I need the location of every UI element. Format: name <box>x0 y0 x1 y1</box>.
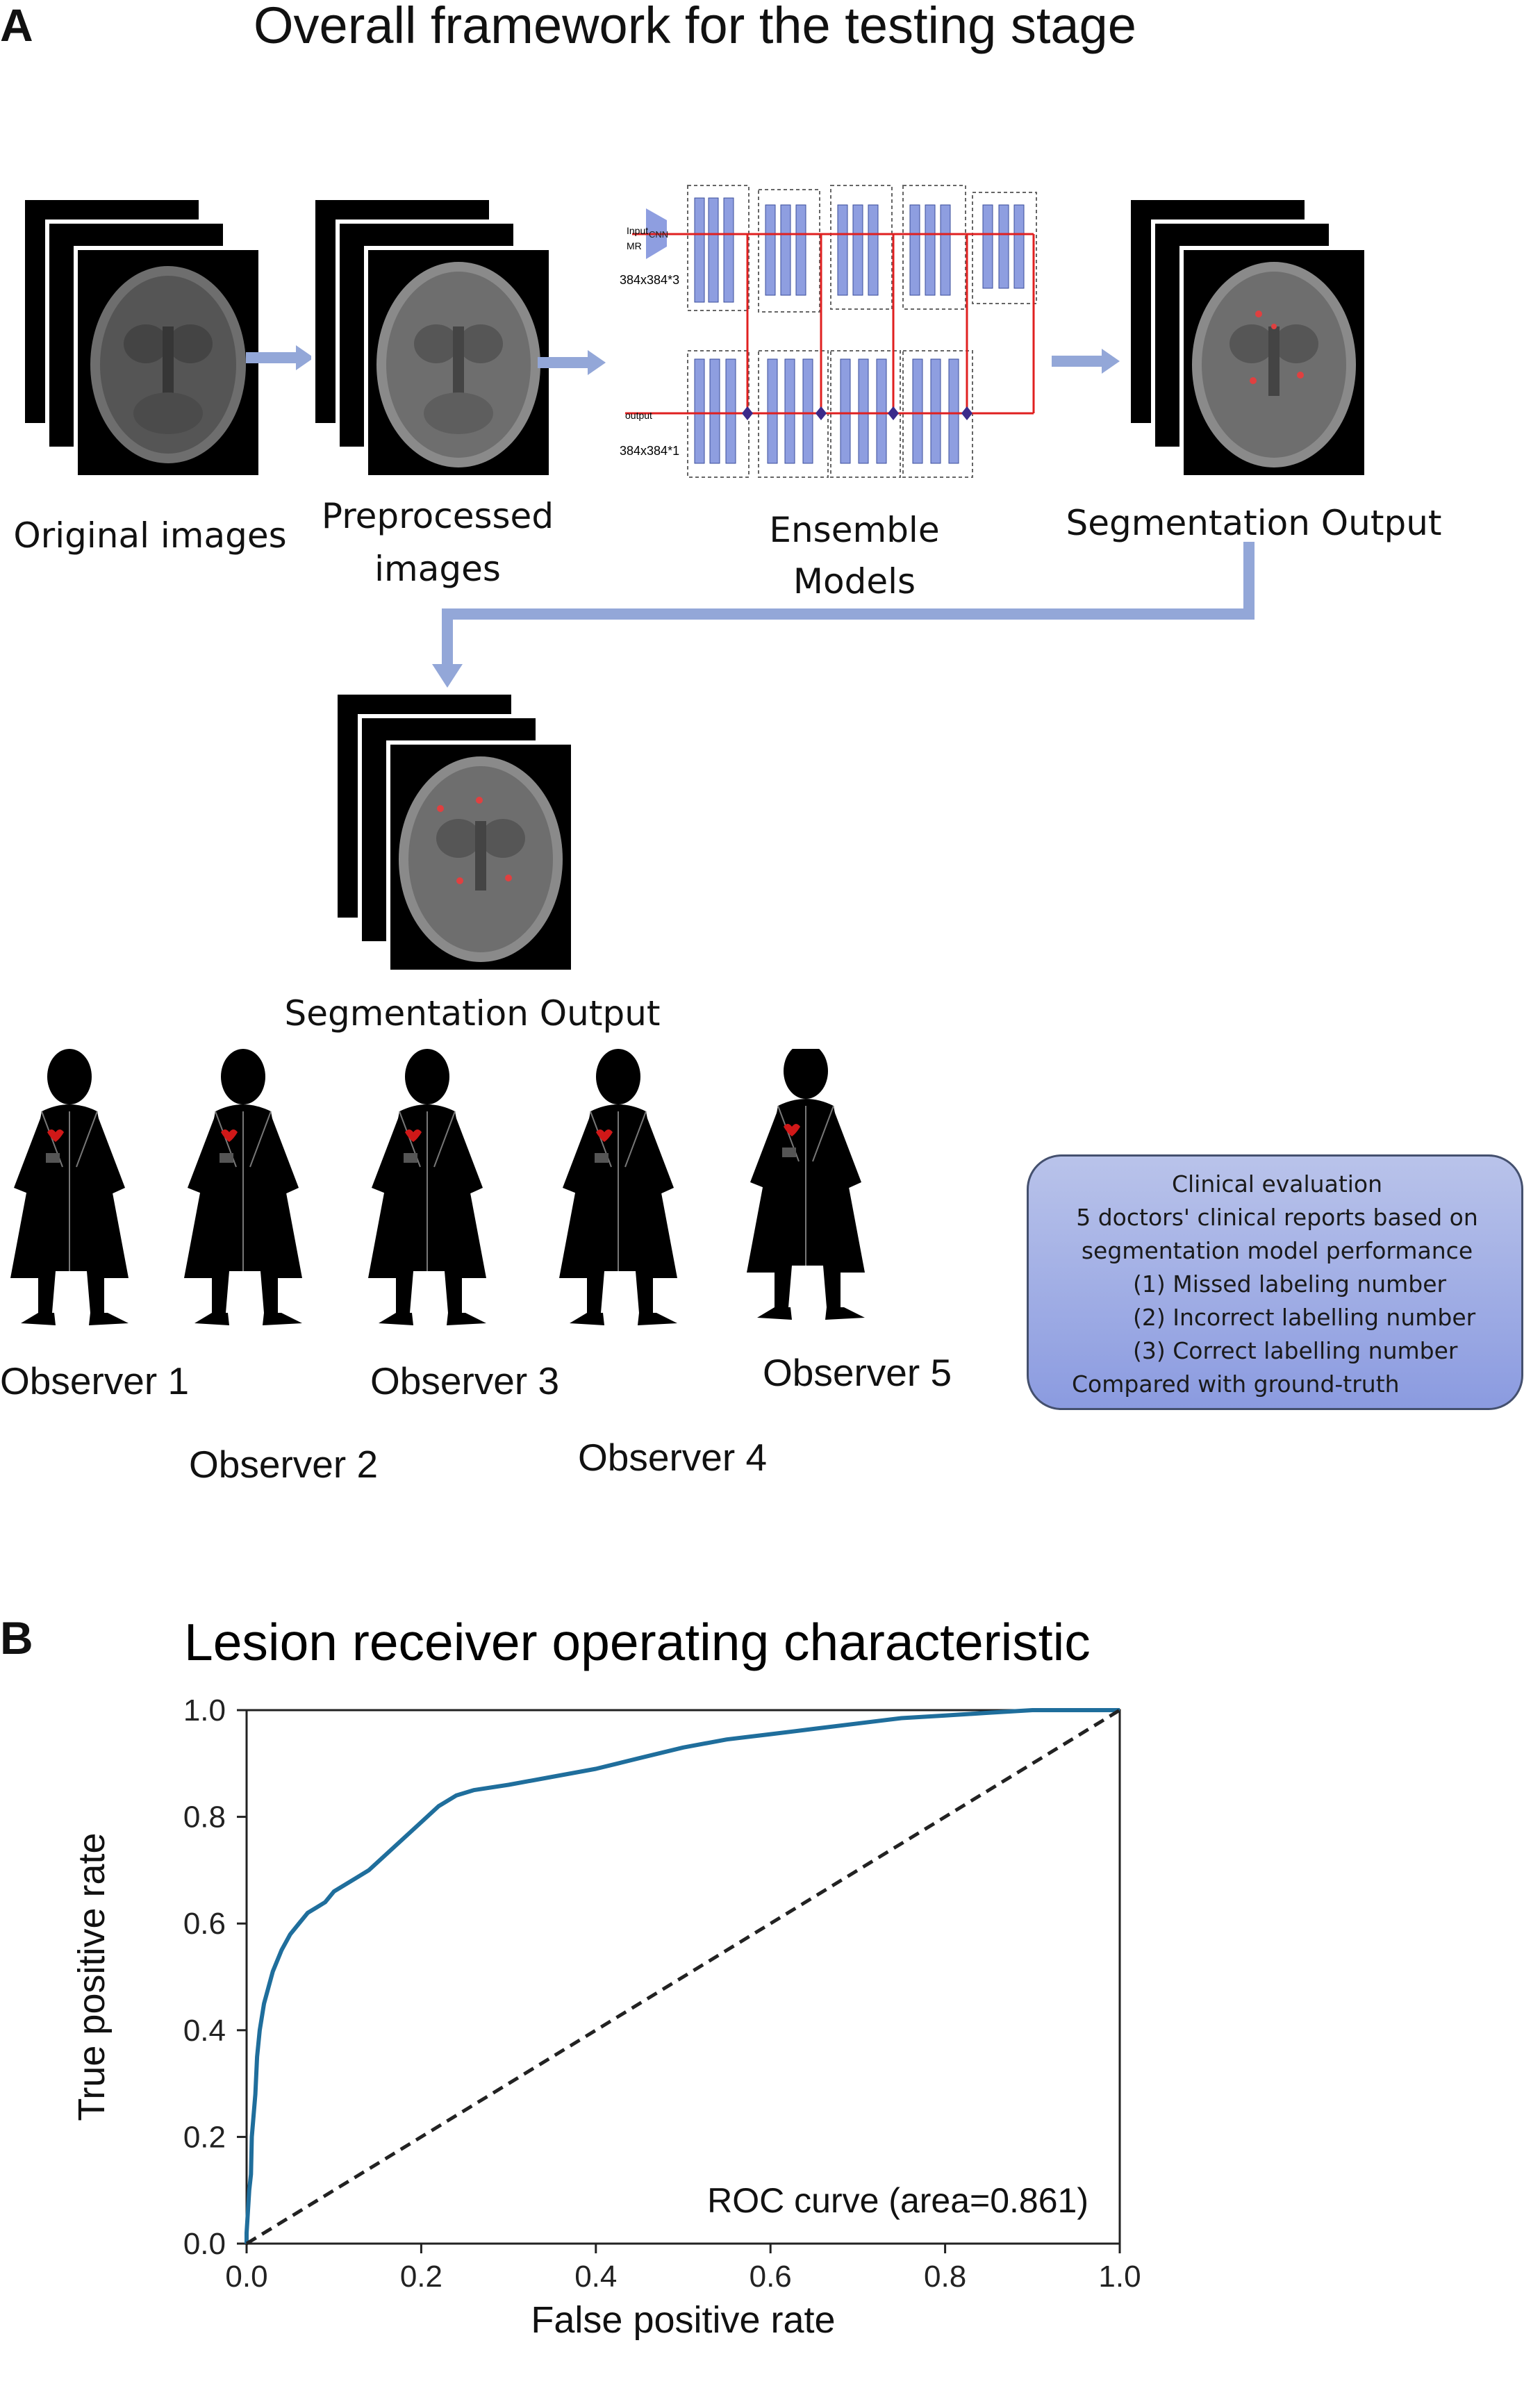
clinical-footer: Compared with ground-truth <box>1072 1370 1400 1398</box>
chance-diagonal-line <box>245 1708 1121 2246</box>
observer-3-label: Observer 3 <box>370 1359 560 1402</box>
preprocessed-images-stack <box>311 196 575 488</box>
chart-title: Lesion receiver operating characteristic <box>184 1613 1091 1671</box>
label-ensemble-line2: Models <box>793 561 916 602</box>
doctor-icon <box>558 1049 678 1326</box>
doctor-icon <box>183 1049 303 1326</box>
network-mr-label: MR <box>627 240 642 251</box>
network-input-size: 384x384*3 <box>620 273 679 287</box>
panel-a-letter: A <box>0 0 33 51</box>
observer-5-label: Observer 5 <box>763 1351 952 1394</box>
label-preprocessed-line1: Preprocessed <box>321 496 554 536</box>
y-tick-label: 0.6 <box>183 1907 226 1941</box>
original-images-stack <box>21 196 285 488</box>
roc-curve-line <box>245 1708 1120 2244</box>
observer-2-label: Observer 2 <box>189 1443 379 1486</box>
label-segmentation-output-bottom: Segmentation Output <box>284 993 661 1034</box>
clinical-line2: segmentation model performance <box>1081 1237 1473 1264</box>
segmented-mri-image <box>1179 246 1368 479</box>
ensemble-network-diagram: Input MR CNN 384x384*3 output 384x384*1 <box>620 185 1037 478</box>
roc-annotation: ROC curve (area=0.861) <box>707 2181 1088 2220</box>
doctor-silhouettes <box>10 1049 866 1326</box>
label-original-images: Original images <box>13 515 287 556</box>
doctor-icon <box>746 1049 866 1320</box>
doctor-icon <box>367 1049 487 1326</box>
label-segmentation-output-top: Segmentation Output <box>1066 503 1442 543</box>
network-input-label: Input <box>627 225 648 236</box>
clinical-title: Clinical evaluation <box>1171 1170 1383 1198</box>
y-tick-label: 1.0 <box>183 1693 226 1728</box>
doctor-icon <box>10 1049 129 1326</box>
label-ensemble-line1: Ensemble <box>769 510 940 550</box>
clinical-evaluation-box: Clinical evaluation 5 doctors' clinical … <box>1027 1154 1523 1410</box>
panel-a-title: Overall framework for the testing stage <box>254 0 1136 54</box>
x-tick-label: 0.8 <box>924 2260 966 2294</box>
label-preprocessed-line2: images <box>374 549 501 589</box>
segmented-mri-image <box>386 740 575 974</box>
preprocessed-mri-image <box>364 246 553 479</box>
x-tick-label: 0.6 <box>750 2260 792 2294</box>
arrow-right-icon <box>1052 349 1120 374</box>
segmentation-output-stack-bottom <box>333 690 597 982</box>
y-tick-label: 0.0 <box>183 2227 226 2261</box>
network-output-label: output <box>625 410 652 421</box>
brain-mri-image <box>74 246 263 479</box>
arrow-right-icon <box>538 350 606 375</box>
x-tick-label: 0.2 <box>400 2260 442 2294</box>
segmentation-output-stack <box>1127 196 1391 488</box>
panel-b-letter: B <box>0 1612 33 1664</box>
clinical-item2: (2) Incorrect labelling number <box>1133 1304 1476 1331</box>
y-axis-label: True positive rate <box>71 1832 113 2121</box>
roc-chart: Lesion receiver operating characteristic… <box>71 1613 1141 2341</box>
x-tick-label: 1.0 <box>1098 2260 1141 2294</box>
y-tick-label: 0.2 <box>183 2120 226 2154</box>
observer-4-label: Observer 4 <box>578 1436 768 1479</box>
y-tick-label: 0.4 <box>183 2014 226 2048</box>
clinical-item1: (1) Missed labeling number <box>1133 1270 1447 1298</box>
network-cnn-label: CNN <box>649 229 668 240</box>
clinical-item3: (3) Correct labelling number <box>1133 1337 1458 1364</box>
clinical-line1: 5 doctors' clinical reports based on <box>1076 1204 1478 1231</box>
network-output-size: 384x384*1 <box>620 444 679 458</box>
arrow-right-icon <box>246 345 314 370</box>
x-tick-label: 0.0 <box>225 2260 267 2294</box>
plot-frame <box>245 1709 1121 2245</box>
x-tick-label: 0.4 <box>574 2260 617 2294</box>
x-axis-label: False positive rate <box>531 2299 835 2341</box>
y-tick-label: 0.8 <box>183 1800 226 1834</box>
connector-arrow-down-icon <box>432 542 1255 688</box>
observer-1-label: Observer 1 <box>0 1359 190 1402</box>
